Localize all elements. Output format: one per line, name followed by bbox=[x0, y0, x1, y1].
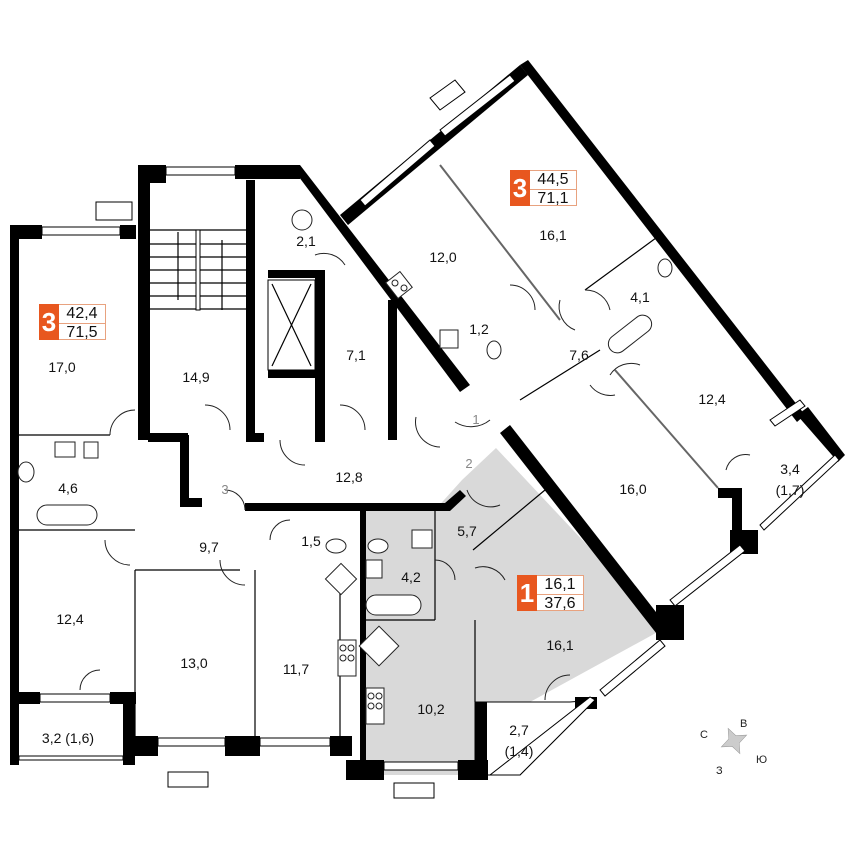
room-area-label: 3,4 bbox=[780, 461, 800, 477]
toilet-center-a bbox=[325, 538, 347, 554]
compass-east: В bbox=[740, 718, 748, 730]
room-labels: 17,014,92,17,112,016,14,11,27,612,44,612… bbox=[42, 227, 804, 759]
living-area: 16,1 bbox=[537, 576, 583, 595]
fixtures bbox=[17, 209, 673, 725]
room-area-label: 16,0 bbox=[619, 481, 646, 497]
room-area-label: 13,0 bbox=[180, 655, 207, 671]
room-area-label: 2,1 bbox=[296, 233, 316, 249]
doors bbox=[79, 252, 751, 701]
windows bbox=[18, 74, 840, 799]
room-area-label: (1,7) bbox=[776, 482, 805, 498]
room-area-label: 4,1 bbox=[630, 289, 650, 305]
room-area-label: 10,2 bbox=[417, 701, 444, 717]
room-count: 3 bbox=[39, 304, 59, 340]
room-area-label: 3,2 (1,6) bbox=[42, 730, 94, 746]
elevator bbox=[267, 279, 316, 371]
stair-markers: 1 2 3 bbox=[221, 412, 479, 497]
entry-marker: 3 bbox=[221, 482, 228, 497]
apartment-badge-left[interactable]: 3 42,4 71,5 bbox=[39, 304, 106, 341]
room-area-label: 2,7 bbox=[509, 722, 529, 738]
room-area-label: 17,0 bbox=[48, 359, 75, 375]
apartment-badge-right[interactable]: 3 44,5 71,1 bbox=[510, 170, 577, 207]
kitchen-sink-mid bbox=[324, 562, 358, 596]
room-area-label: 16,1 bbox=[546, 637, 573, 653]
room-area-label: 5,7 bbox=[457, 523, 477, 539]
bathtub-right bbox=[607, 314, 653, 354]
living-area: 44,5 bbox=[530, 171, 576, 190]
stairwell bbox=[150, 229, 246, 311]
room-area-label: 7,6 bbox=[569, 347, 589, 363]
room-area-label: 16,1 bbox=[539, 227, 566, 243]
room-area-label: 12,4 bbox=[698, 391, 725, 407]
room-area-label: 9,7 bbox=[199, 539, 219, 555]
compass-north: С bbox=[700, 729, 708, 741]
toilet-right-b bbox=[657, 258, 673, 278]
room-area-label: 14,9 bbox=[182, 369, 209, 385]
room-count: 1 bbox=[517, 575, 537, 611]
room-area-label: 4,6 bbox=[58, 480, 78, 496]
stove-mid bbox=[337, 639, 357, 677]
stove-center bbox=[365, 687, 385, 725]
entry-marker: 2 bbox=[465, 456, 472, 471]
boiler-2-1 bbox=[291, 209, 313, 231]
room-area-label: 12,0 bbox=[429, 249, 456, 265]
apartment-1-room-highlight[interactable] bbox=[366, 448, 665, 775]
sink-left bbox=[54, 441, 76, 458]
total-area: 71,1 bbox=[537, 190, 569, 207]
room-area-label: 1,2 bbox=[469, 321, 489, 337]
room-area-label: 12,4 bbox=[56, 611, 83, 627]
room-area-label: 1,5 bbox=[301, 533, 321, 549]
room-area-label: 7,1 bbox=[346, 347, 366, 363]
sink-center bbox=[365, 559, 383, 579]
bathtub-center bbox=[365, 594, 422, 616]
stove-right bbox=[385, 270, 413, 300]
compass-west: З bbox=[716, 765, 723, 777]
toilet-right bbox=[486, 340, 502, 360]
bathtub-left bbox=[36, 504, 98, 526]
kitchen-sink-right bbox=[439, 329, 459, 349]
compass-icon bbox=[720, 727, 748, 755]
total-area: 37,6 bbox=[544, 595, 576, 612]
living-area: 42,4 bbox=[59, 305, 105, 324]
room-area-label: (1,4) bbox=[505, 743, 534, 759]
room-count: 3 bbox=[510, 170, 530, 206]
toilet-center-b bbox=[367, 538, 389, 554]
apartment-badge-center[interactable]: 1 16,1 37,6 bbox=[517, 575, 584, 612]
entry-marker: 1 bbox=[472, 412, 479, 427]
room-area-label: 4,2 bbox=[401, 569, 421, 585]
partitions bbox=[19, 164, 719, 736]
kitchen-sink-center bbox=[358, 625, 400, 667]
room-area-label: 11,7 bbox=[283, 661, 309, 677]
compass-south: Ю bbox=[756, 754, 768, 766]
total-area: 71,5 bbox=[66, 324, 98, 341]
room-area-label: 12,8 bbox=[335, 469, 362, 485]
boiler-center bbox=[411, 529, 433, 549]
boiler-left bbox=[83, 441, 99, 459]
toilet-left bbox=[17, 461, 35, 483]
